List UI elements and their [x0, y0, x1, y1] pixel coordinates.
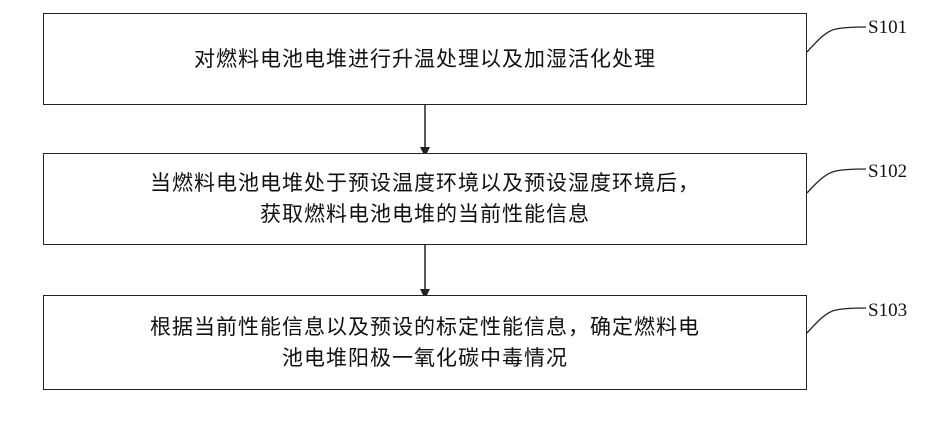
leader-line-s101 [807, 27, 866, 52]
step-text-s101: 对燃料电池电堆进行升温处理以及加湿活化处理 [194, 44, 656, 75]
step-box-s101: 对燃料电池电堆进行升温处理以及加湿活化处理 [43, 13, 807, 105]
step-label-s102: S102 [868, 161, 907, 183]
leader-line-s102 [807, 169, 866, 193]
step-text-line: 池电堆阳极一氧化碳中毒情况 [150, 343, 700, 374]
step-box-s103: 根据当前性能信息以及预设的标定性能信息，确定燃料电 池电堆阳极一氧化碳中毒情况 [43, 295, 807, 390]
step-text-line: 对燃料电池电堆进行升温处理以及加湿活化处理 [194, 44, 656, 75]
step-label-s103: S103 [868, 300, 907, 322]
step-text-s102: 当燃料电池电堆处于预设温度环境以及预设湿度环境后， 获取燃料电池电堆的当前性能信… [150, 168, 700, 230]
step-text-line: 根据当前性能信息以及预设的标定性能信息，确定燃料电 [150, 312, 700, 343]
step-label-s101: S101 [868, 17, 907, 39]
step-box-s102: 当燃料电池电堆处于预设温度环境以及预设湿度环境后， 获取燃料电池电堆的当前性能信… [43, 153, 807, 245]
leader-line-s103 [807, 308, 866, 333]
step-text-s103: 根据当前性能信息以及预设的标定性能信息，确定燃料电 池电堆阳极一氧化碳中毒情况 [150, 312, 700, 374]
step-text-line: 当燃料电池电堆处于预设温度环境以及预设湿度环境后， [150, 168, 700, 199]
step-text-line: 获取燃料电池电堆的当前性能信息 [150, 199, 700, 230]
